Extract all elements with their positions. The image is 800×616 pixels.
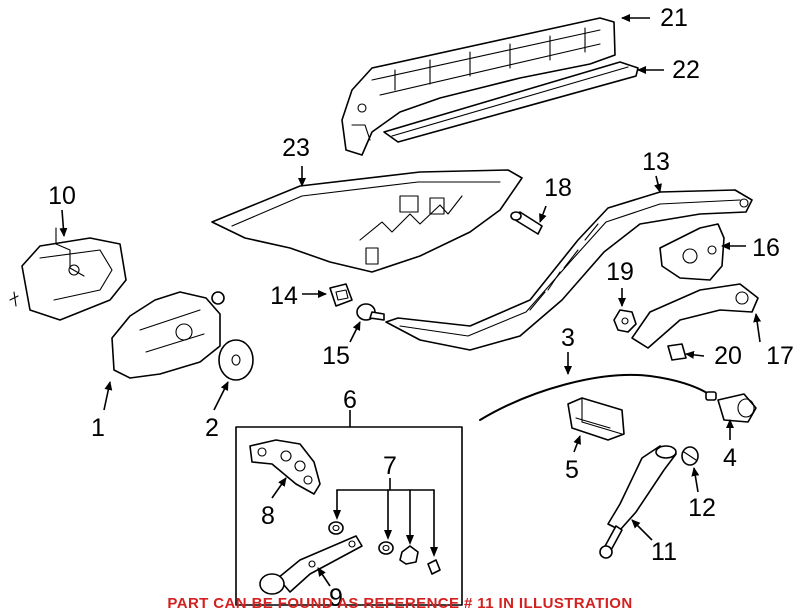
part-6-kit-box	[235, 426, 463, 606]
part-7-hardware	[328, 521, 441, 575]
callout-17: 17	[766, 342, 794, 370]
part-12-stop	[681, 446, 699, 466]
part-16-bracket	[659, 223, 725, 281]
part-5-switch	[567, 397, 625, 441]
callout-5: 5	[565, 456, 579, 484]
part-13-hinge-arm	[385, 189, 753, 351]
part-2-washer	[218, 339, 254, 381]
callout-7: 7	[383, 452, 397, 480]
callout-14: 14	[270, 282, 298, 310]
part-3-cable	[479, 373, 717, 421]
part-14-grommet	[329, 283, 353, 307]
part-21-upper-panel	[341, 17, 616, 156]
part-23-liner	[211, 169, 523, 273]
callout-labels: 1 2 3 4 5 6 7 8 9 10 11 12 13 14 15 16 1…	[48, 4, 794, 612]
part-1-motor	[111, 291, 225, 379]
part-15-bolt	[356, 303, 385, 321]
callout-6: 6	[343, 386, 357, 414]
part-17-link	[631, 283, 759, 349]
callout-4: 4	[723, 444, 737, 472]
callout-3: 3	[561, 324, 575, 352]
callout-20: 20	[714, 342, 742, 370]
callout-10: 10	[48, 182, 76, 210]
footer-note: PART CAN BE FOUND AS REFERENCE # 11 IN I…	[167, 595, 632, 612]
part-19-nut	[613, 309, 637, 333]
part-18-pin	[510, 211, 543, 235]
part-10-latch	[9, 227, 127, 321]
callout-1: 1	[91, 414, 105, 442]
part-8-plate	[249, 439, 321, 495]
part-9-arm	[259, 535, 363, 595]
part-4-bumper	[717, 393, 757, 423]
callout-18: 18	[544, 174, 572, 202]
callout-19: 19	[606, 258, 634, 286]
callout-12: 12	[688, 494, 716, 522]
callout-21: 21	[660, 4, 688, 32]
callout-8: 8	[261, 502, 275, 530]
callout-9: 9	[329, 584, 343, 612]
callout-16: 16	[752, 234, 780, 262]
part-20-clip	[667, 343, 687, 361]
callout-11: 11	[651, 538, 677, 566]
callout-23: 23	[282, 134, 310, 162]
callout-22: 22	[672, 56, 700, 84]
callout-15: 15	[322, 342, 350, 370]
callout-2: 2	[205, 414, 219, 442]
callout-13: 13	[642, 148, 670, 176]
part-11-strut	[599, 445, 677, 559]
leader-lines	[59, 14, 762, 587]
